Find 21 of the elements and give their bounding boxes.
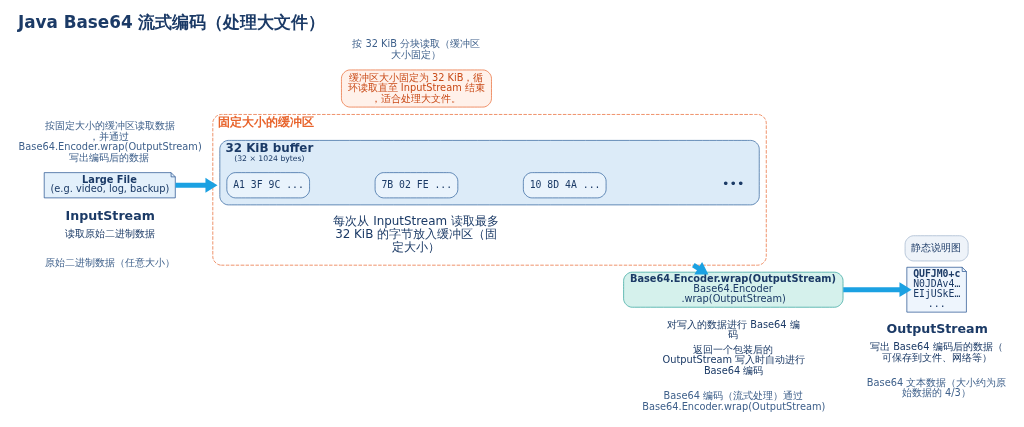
label: 按 32 KiB 分块读取（缓冲区大小固定）: [351, 37, 480, 60]
label: 原始二进制数据（任意大小）: [44, 256, 175, 268]
label: •••: [721, 175, 744, 191]
node-label: InputStream: [65, 207, 155, 223]
node-label: OutputStream: [886, 320, 988, 336]
arrow: [174, 177, 217, 193]
node-box: 静态说明图: [904, 234, 968, 261]
node-label: 读取原始二进制数据: [64, 227, 155, 239]
node-label: 返回一个包装后的 OutputStream 写入时自动进行 Base64 编码: [662, 343, 805, 376]
label: 按固定大小的缓冲区读取数据，并通过 Base64.Encoder.wrap(OutputStream) 写出编码后的数据: [18, 119, 202, 163]
node-label: 写出 Base64 编码后的数据（可保存到文件、网络等）: [869, 340, 1003, 363]
arrow: [842, 281, 911, 297]
node-label: 对写入的数据进行 Base64 编码: [666, 318, 800, 340]
node-box: 7B 02 FE ...: [374, 171, 458, 198]
label: Base64 文本数据（大小约为原始数据的 4/3）: [866, 376, 1006, 398]
node-box: Base64.Encoder.wrap(OutputStream) Base64.Encoder .wrap(OutputStream): [622, 271, 843, 308]
node-box: A1 3F 9C ...: [226, 171, 310, 198]
node-box: 缓冲区大小固定为 32 KiB，循环读取直至 InputStream 结束，适合处理大文件。: [340, 69, 492, 107]
label: Base64 编码（流式处理）通过 Base64.Encoder.wrap(OutputStream): [641, 389, 825, 412]
diagram-title: Java Base64 流式编码（处理大文件）: [17, 11, 325, 32]
node-box: 10 8D 4A ...: [522, 171, 606, 198]
